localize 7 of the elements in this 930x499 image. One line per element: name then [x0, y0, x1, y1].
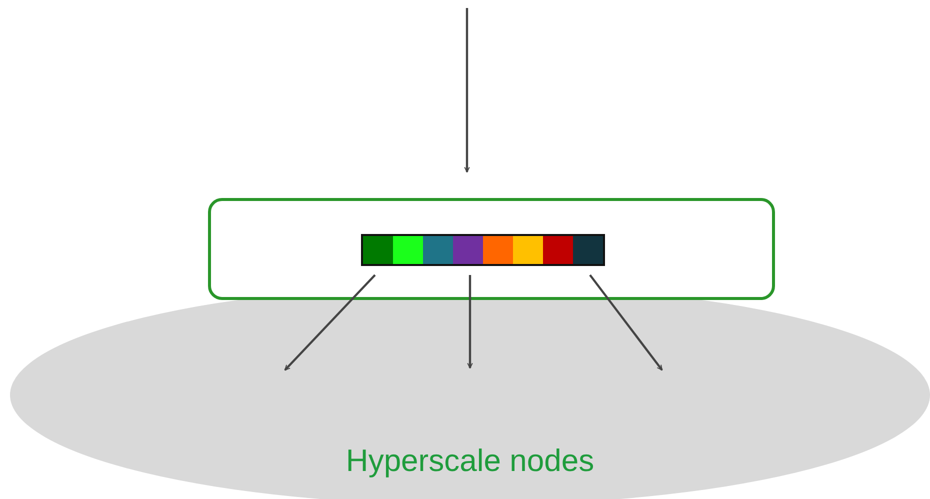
- arrow: [284, 274, 376, 371]
- arrow: [589, 274, 663, 371]
- arrow: [467, 275, 473, 368]
- color-bar: [361, 234, 605, 266]
- arrow: [464, 8, 470, 172]
- container-box: [208, 198, 775, 300]
- node-label: Hyperscale nodes: [346, 443, 594, 479]
